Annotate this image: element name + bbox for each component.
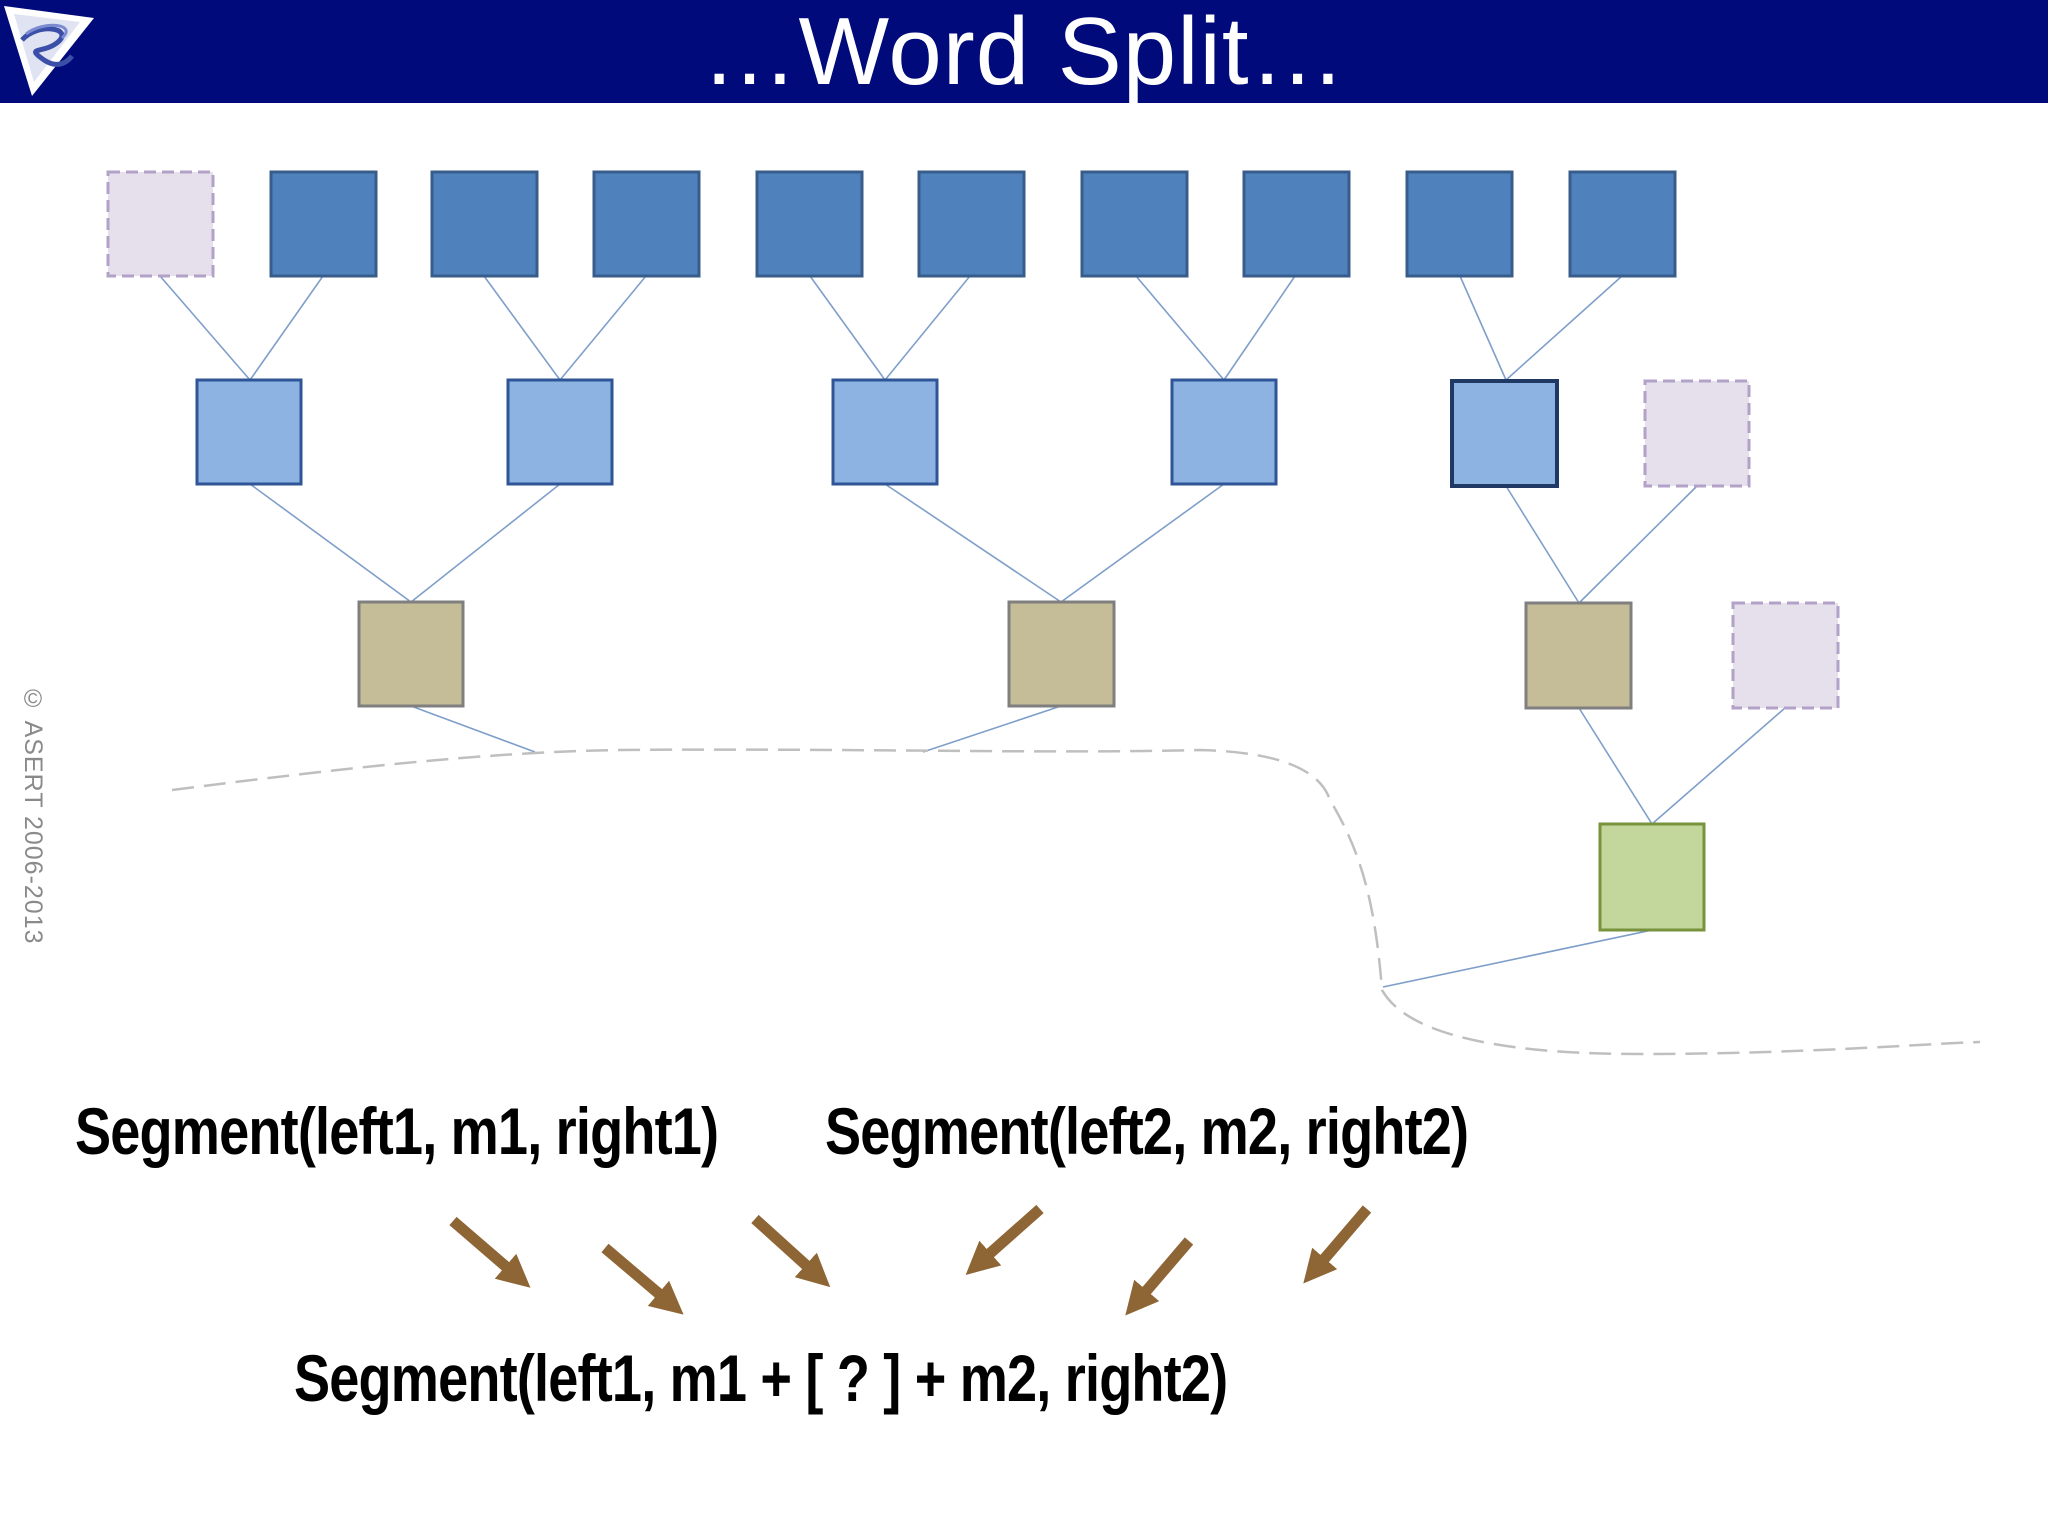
tree-connectors	[159, 275, 1786, 988]
merge-arrows	[449, 1204, 1372, 1316]
title-bar: …Word Split…	[0, 0, 2048, 103]
leaf-row	[106, 170, 1677, 278]
placeholder-node	[1643, 379, 1751, 488]
placeholder-node	[1731, 601, 1840, 710]
formula-right-segment: Segment(left2, m2, right2)	[825, 1094, 1469, 1168]
leaf-node	[1568, 170, 1677, 278]
level1-node	[506, 378, 614, 486]
formula-merged-segment: Segment(left1, m1 + [ ? ] + m2, right2)	[294, 1341, 1228, 1415]
level1-node	[1170, 378, 1278, 486]
leaf-node	[917, 170, 1026, 278]
level2-row	[357, 600, 1840, 710]
level2-node	[1524, 601, 1633, 710]
root-node	[1598, 822, 1706, 932]
copyright-notice: © ASERT 2006-2013	[19, 685, 47, 945]
leaf-node	[430, 170, 539, 278]
arrow-down-right	[751, 1214, 831, 1288]
level2-node	[1007, 600, 1116, 708]
leaf-node	[1080, 170, 1189, 278]
arrow-down-left	[965, 1204, 1044, 1275]
placeholder-node	[106, 170, 215, 278]
leaf-node	[269, 170, 378, 278]
leaf-node	[592, 170, 701, 278]
arrow-down-left	[1303, 1205, 1372, 1284]
level2-node	[357, 600, 465, 708]
page-title: …Word Split…	[701, 0, 1347, 105]
formula-left-segment: Segment(left1, m1, right1)	[75, 1094, 719, 1168]
level1-node	[195, 378, 303, 486]
arrow-down-right	[601, 1243, 684, 1315]
leaf-node	[1405, 170, 1514, 278]
level1-node	[1450, 379, 1559, 488]
level1-row	[195, 378, 1751, 488]
company-logo-icon	[0, 0, 100, 103]
dashed-boundary	[171, 748, 1981, 1056]
leaf-node	[755, 170, 864, 278]
arrow-down-left	[1125, 1237, 1194, 1316]
arrow-down-right	[449, 1216, 531, 1288]
level1-node	[831, 378, 939, 486]
leaf-node	[1242, 170, 1351, 278]
